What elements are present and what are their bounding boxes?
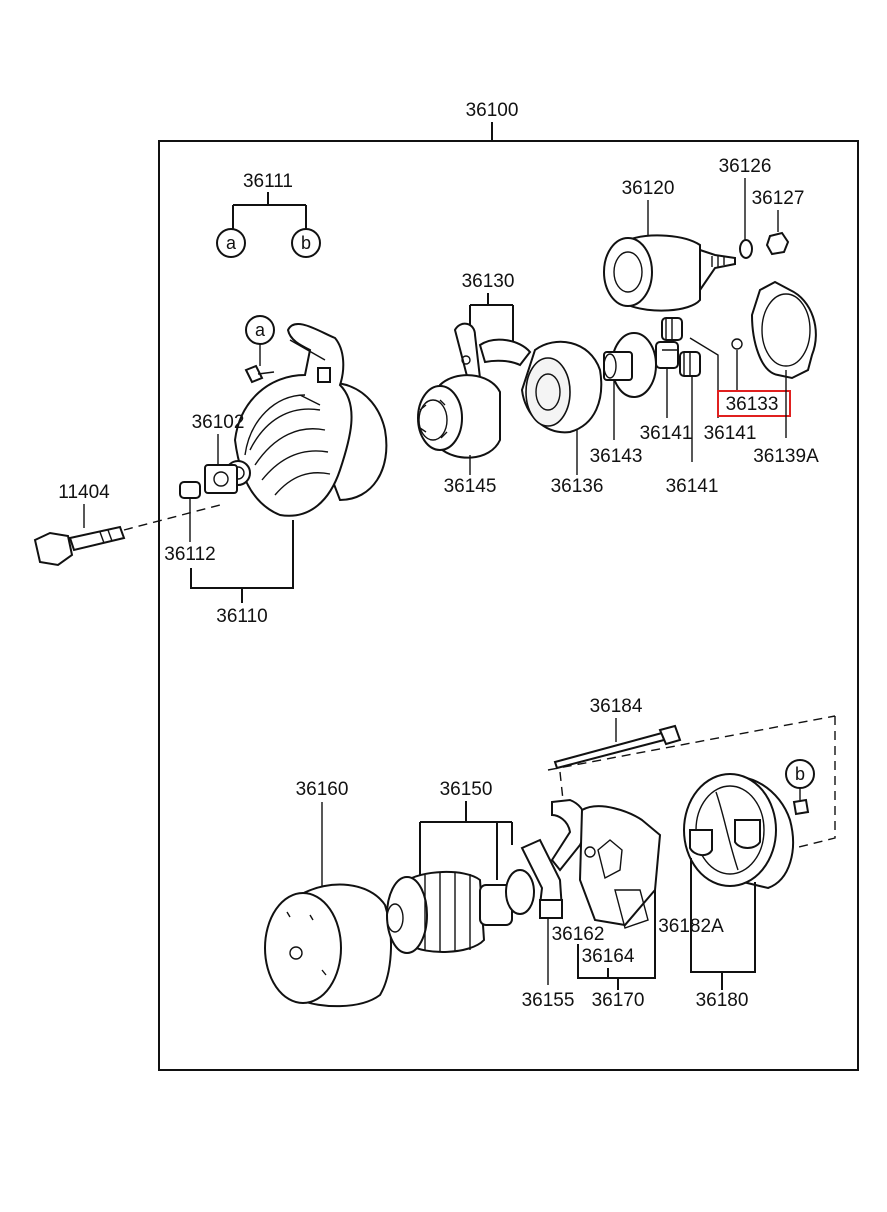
label-gear-housing[interactable]: 36136 [551, 476, 604, 497]
label-gasket[interactable]: 36139A [753, 446, 819, 467]
bushing-drawing [179, 481, 201, 499]
drive-housing-drawing [225, 323, 388, 517]
gasket-drawing [750, 280, 817, 380]
label-bushing[interactable]: 36112 [164, 544, 215, 565]
label-brush-holder-set[interactable]: 36170 [592, 990, 645, 1011]
bolt-drawing [33, 525, 126, 567]
label-brush-spring[interactable]: 36155 [522, 990, 575, 1011]
washer-drawing [739, 239, 753, 259]
gear-housing-drawing [520, 340, 603, 434]
armature-drawing [386, 869, 535, 954]
small-screw-drawing [244, 364, 275, 384]
ball-drawing [731, 338, 743, 350]
idler-gears-drawing [655, 317, 701, 377]
label-brush-holder-b[interactable]: 36164 [582, 946, 635, 967]
callout-a-housing-letter: a [255, 320, 266, 340]
nut-drawing [765, 231, 790, 256]
yoke-drawing [264, 883, 393, 1008]
cover-screw-drawing [792, 798, 810, 816]
callout-a-top [216, 228, 246, 258]
through-bolt-drawing [553, 724, 682, 770]
end-frame-drawing [683, 773, 794, 890]
label-plate[interactable]: 36102 [192, 412, 245, 433]
label-housing-kit[interactable]: 36111 [243, 171, 293, 192]
label-armature[interactable]: 36150 [440, 779, 493, 800]
label-idler-gear-mid[interactable]: 36141 [704, 423, 757, 444]
highlight-box [717, 390, 791, 417]
label-assembly[interactable]: 36100 [466, 100, 519, 121]
label-brush-holder-a[interactable]: 36162 [552, 924, 605, 945]
label-end-frame[interactable]: 36180 [696, 990, 749, 1011]
label-shaft[interactable]: 36143 [590, 446, 643, 467]
label-idler-gear-bottom[interactable]: 36141 [666, 476, 719, 497]
label-drive-housing[interactable]: 36110 [216, 606, 267, 627]
callout-a-top-letter: a [226, 233, 237, 253]
label-through-bolt[interactable]: 36184 [590, 696, 643, 717]
label-idler-gear-top[interactable]: 36141 [640, 423, 693, 444]
assembly-frame [158, 140, 859, 1071]
label-yoke[interactable]: 36160 [296, 779, 349, 800]
label-nut[interactable]: 36127 [752, 188, 805, 209]
label-bolt[interactable]: 11404 [58, 482, 110, 503]
brush-spring-drawing [520, 838, 564, 920]
shaft-drawing [603, 332, 657, 398]
lever-drawing [453, 322, 532, 382]
label-washer[interactable]: 36126 [719, 156, 772, 177]
solenoid-drawing [603, 234, 736, 312]
callout-b-cover-letter: b [795, 764, 805, 784]
label-solenoid[interactable]: 36120 [622, 178, 675, 199]
label-clutch[interactable]: 36145 [444, 476, 497, 497]
brush-holder-drawing [550, 798, 662, 929]
label-lever-set[interactable]: 36130 [462, 271, 515, 292]
callout-b-top-letter: b [301, 233, 311, 253]
callout-b-top [291, 228, 321, 258]
plate-drawing [204, 464, 238, 494]
clutch-drawing [417, 374, 501, 459]
label-ball[interactable]: 36133 [726, 394, 779, 415]
